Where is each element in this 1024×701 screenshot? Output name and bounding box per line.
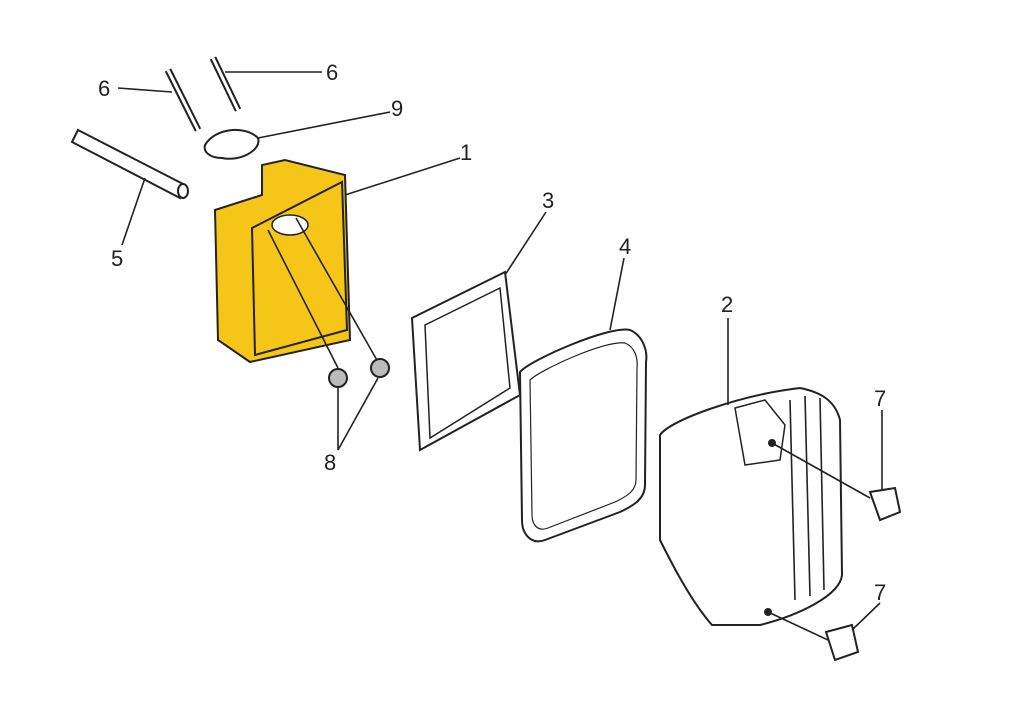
cover-part: [659, 386, 844, 626]
gasket-part: [203, 128, 260, 160]
callout-stud-right: 6: [326, 60, 338, 85]
base-part: [213, 158, 379, 369]
callout-knob-bottom: 7: [874, 580, 886, 605]
callout-nuts: 8: [324, 450, 336, 475]
callout-gasket: 9: [391, 96, 403, 121]
callout-stud-left: 6: [98, 76, 110, 101]
knob-bottom-part: [767, 611, 860, 662]
nut-right: [370, 358, 390, 378]
leader-lines: [117, 71, 883, 631]
callout-filter-element: 4: [619, 234, 631, 259]
tube-part: [70, 128, 189, 200]
filter-element-part: [518, 328, 648, 543]
callout-filter-frame: 3: [542, 188, 554, 213]
callout-knob-top: 7: [874, 386, 886, 411]
callout-base: 1: [460, 140, 472, 165]
filter-frame-part: [410, 270, 522, 452]
knob-top-part: [771, 442, 902, 522]
callout-cover: 2: [721, 292, 733, 317]
stud-left-part: [164, 68, 202, 132]
stud-right-part: [209, 56, 242, 112]
nut-left: [328, 368, 348, 388]
callout-tube: 5: [111, 246, 123, 271]
